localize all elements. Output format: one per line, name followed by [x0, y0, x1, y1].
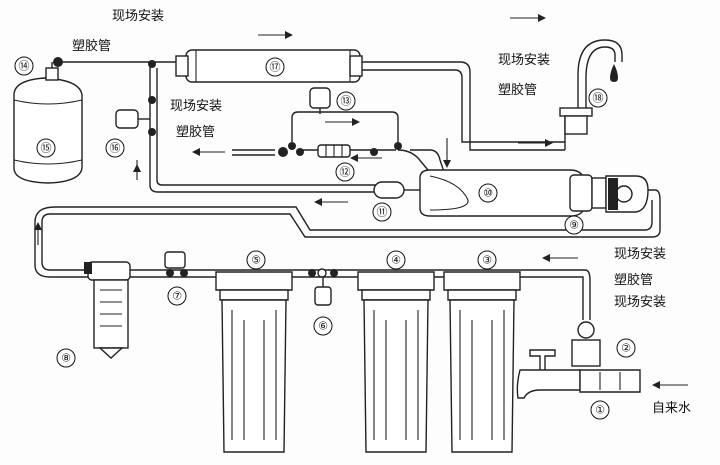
marker-7: ⑦	[172, 290, 182, 303]
label-plastic-pipe-2: 塑胶管	[176, 124, 215, 140]
marker-17: ⑰	[270, 61, 281, 74]
marker-ring	[386, 250, 406, 270]
marker-ring	[167, 286, 187, 306]
marker-15: ⑮	[41, 142, 52, 155]
marker-ring	[14, 56, 34, 76]
label-site-install-2: 现场安装	[170, 99, 222, 114]
marker-18: ⑱	[593, 92, 604, 105]
label-site-install-1: 现场安装	[112, 9, 164, 24]
label-site-install-4: 现场安装	[614, 247, 666, 262]
marker-ring	[477, 250, 497, 270]
label-tap-water: 自来水	[652, 401, 691, 416]
marker-ring	[336, 91, 356, 111]
marker-ring	[372, 202, 392, 222]
marker-2: ②	[621, 342, 631, 355]
pressure-tank	[13, 57, 83, 184]
marker-ring	[246, 250, 266, 270]
marker-ring	[616, 338, 636, 358]
label-plastic-pipe-4: 塑胶管	[614, 272, 653, 288]
flush-valve-assembly	[278, 87, 402, 158]
marker-10: ⑩	[483, 187, 493, 200]
tap-inlet-assembly	[516, 321, 641, 399]
marker-6: ⑥	[318, 320, 328, 333]
label-site-install-3: 现场安装	[498, 53, 550, 68]
low-pressure-switch	[164, 251, 188, 277]
filter-housing-3	[443, 271, 521, 453]
marker-13: ⑬	[341, 95, 352, 108]
marker-9: ⑨	[569, 219, 579, 232]
marker-ring	[588, 88, 608, 108]
marker-16: ⑯	[110, 142, 121, 155]
ro-membrane-housing	[419, 169, 649, 217]
marker-ring	[590, 400, 610, 420]
pipes	[34, 39, 661, 320]
marker-1: ①	[595, 404, 605, 417]
flow-restrictor	[373, 181, 405, 199]
marker-12: ⑫	[340, 166, 351, 179]
booster-pump	[84, 261, 131, 359]
marker-ring	[313, 316, 333, 336]
flow-arrows	[34, 14, 688, 389]
post-carbon-filter	[148, 49, 363, 83]
marker-ring	[478, 183, 498, 203]
marker-ring	[335, 162, 355, 182]
marker-4: ④	[391, 254, 401, 267]
inlet-solenoid	[308, 268, 338, 306]
label-site-install-5: 现场安装	[614, 295, 666, 310]
faucet	[559, 64, 618, 135]
filter-housing-5	[215, 271, 293, 453]
marker-ring	[56, 348, 76, 368]
marker-ring	[265, 57, 285, 77]
marker-ring	[105, 138, 125, 158]
marker-5: ⑤	[251, 254, 261, 267]
label-plastic-pipe-3: 塑胶管	[498, 82, 537, 98]
marker-3: ③	[482, 254, 492, 267]
text-labels: 现场安装 塑胶管 现场安装 塑胶管 现场安装 塑胶管 现场安装 塑胶管 现场安装…	[72, 9, 691, 416]
marker-ring	[36, 138, 56, 158]
part-markers: ① ② ③ ④ ⑤ ⑥ ⑦ ⑧ ⑨ ⑩ ⑪ ⑫ ⑬ ⑭ ⑮ ⑯ ⑰ ⑱	[14, 56, 636, 420]
marker-11: ⑪	[377, 206, 388, 219]
marker-ring	[564, 215, 584, 235]
filter-housing-4	[357, 271, 435, 453]
check-valve	[115, 96, 156, 136]
marker-14: ⑭	[19, 60, 30, 73]
label-plastic-pipe-1: 塑胶管	[72, 38, 111, 54]
marker-8: ⑧	[61, 352, 71, 365]
